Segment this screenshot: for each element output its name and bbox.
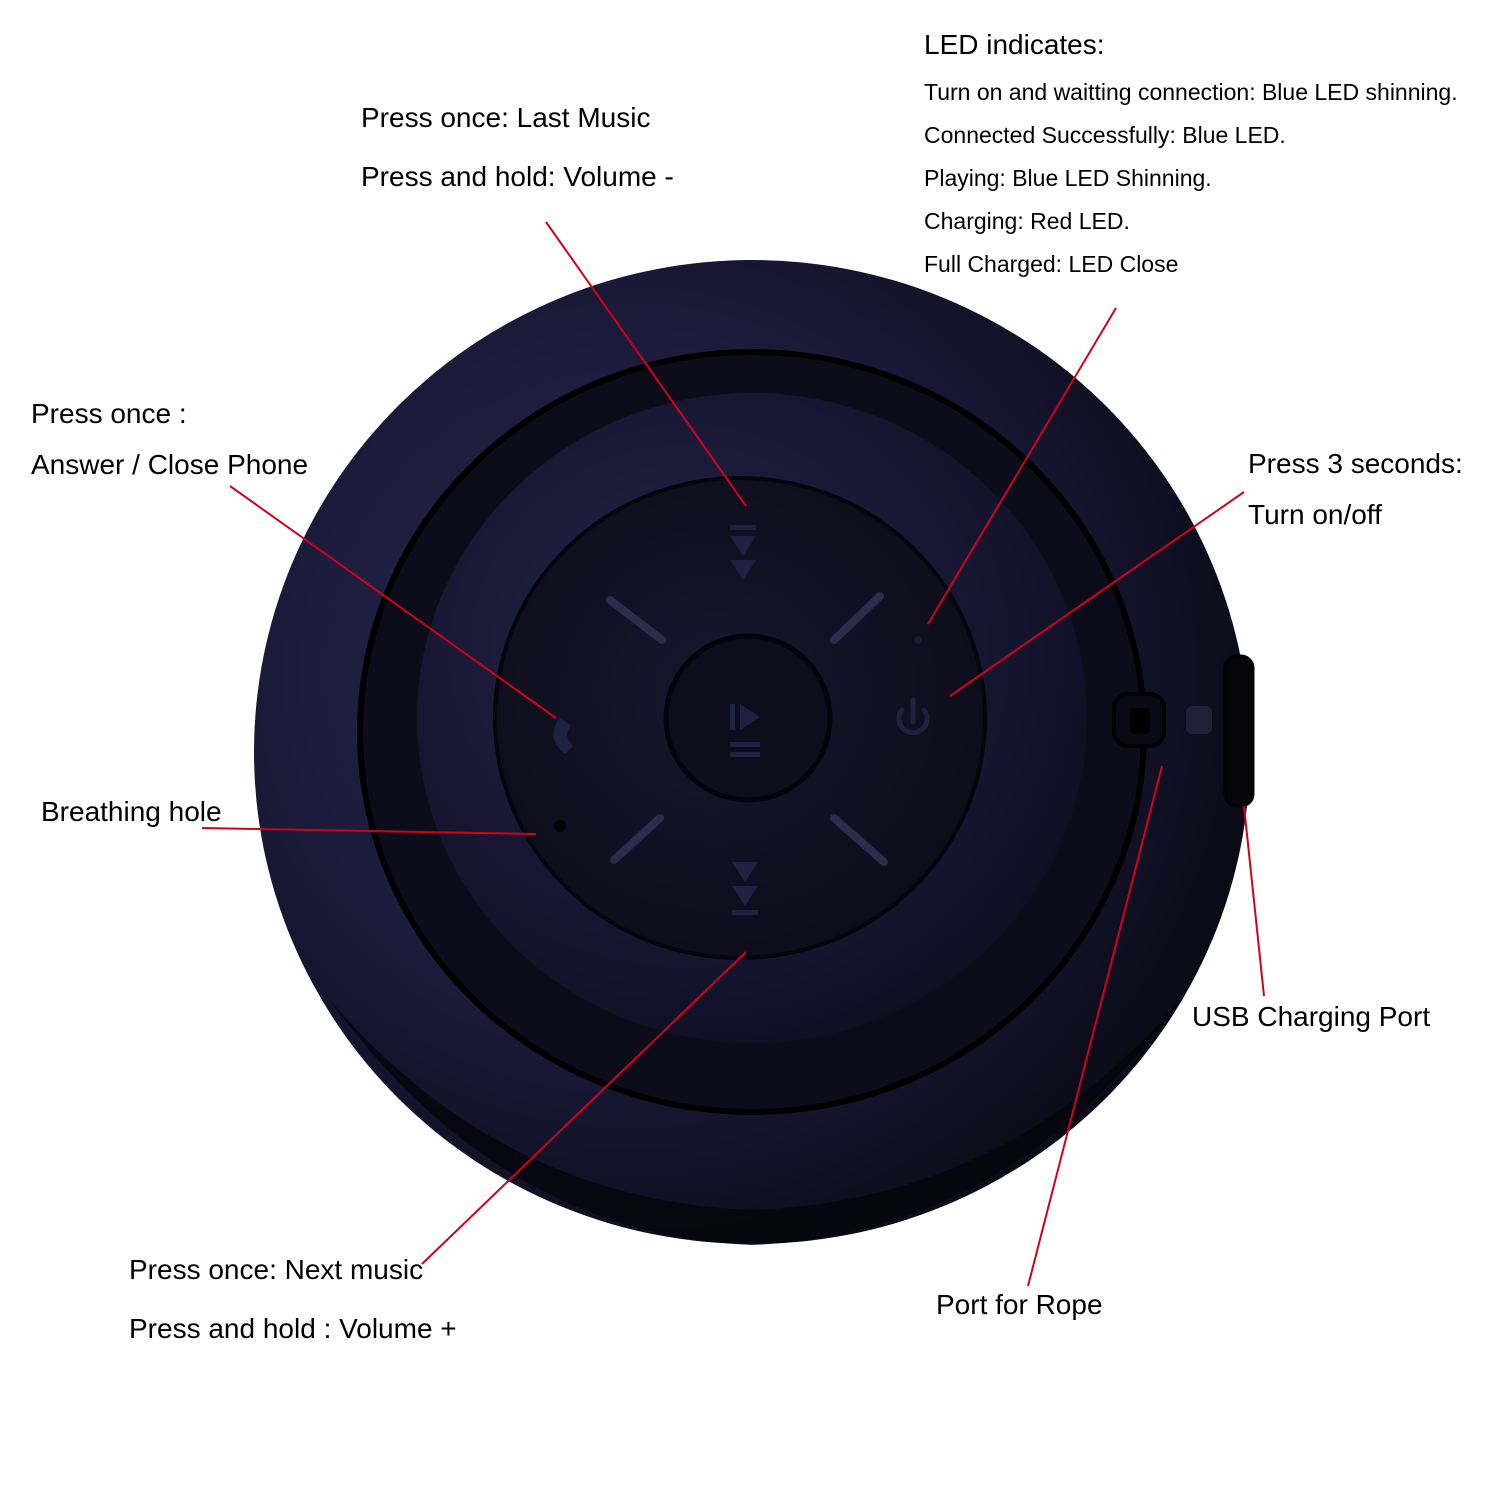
led-item-waiting: Turn on and waitting connection: Blue LE… [924,79,1458,106]
last-music-press-once-label: Press once: Last Music [361,102,650,134]
rope-port-label: Port for Rope [936,1289,1103,1321]
leader-led [928,308,1116,624]
led-item-playing: Playing: Blue LED Shinning. [924,165,1212,192]
usb-port-label: USB Charging Port [1192,1001,1430,1033]
leader-breathing-hole [202,828,536,834]
leader-phone [230,486,556,718]
led-item-charging: Charging: Red LED. [924,208,1130,235]
next-music-hold-label: Press and hold : Volume + [129,1313,457,1345]
leader-next-music [422,952,746,1264]
breathing-hole-label: Breathing hole [41,796,222,828]
power-turn-label: Turn on/off [1248,499,1382,531]
next-music-press-once-label: Press once: Next music [129,1254,423,1286]
phone-answer-close-label: Answer / Close Phone [31,449,308,481]
phone-press-once-label: Press once : [31,398,187,430]
leader-power [950,492,1244,696]
power-press-label: Press 3 seconds: [1248,448,1463,480]
led-title: LED indicates: [924,29,1105,61]
leader-last-music [546,222,746,506]
last-music-hold-label: Press and hold: Volume - [361,161,674,193]
led-item-full: Full Charged: LED Close [924,251,1178,278]
leader-rope-port [1028,766,1162,1286]
leader-usb-port [1244,806,1264,996]
led-item-connected: Connected Successfully: Blue LED. [924,122,1286,149]
